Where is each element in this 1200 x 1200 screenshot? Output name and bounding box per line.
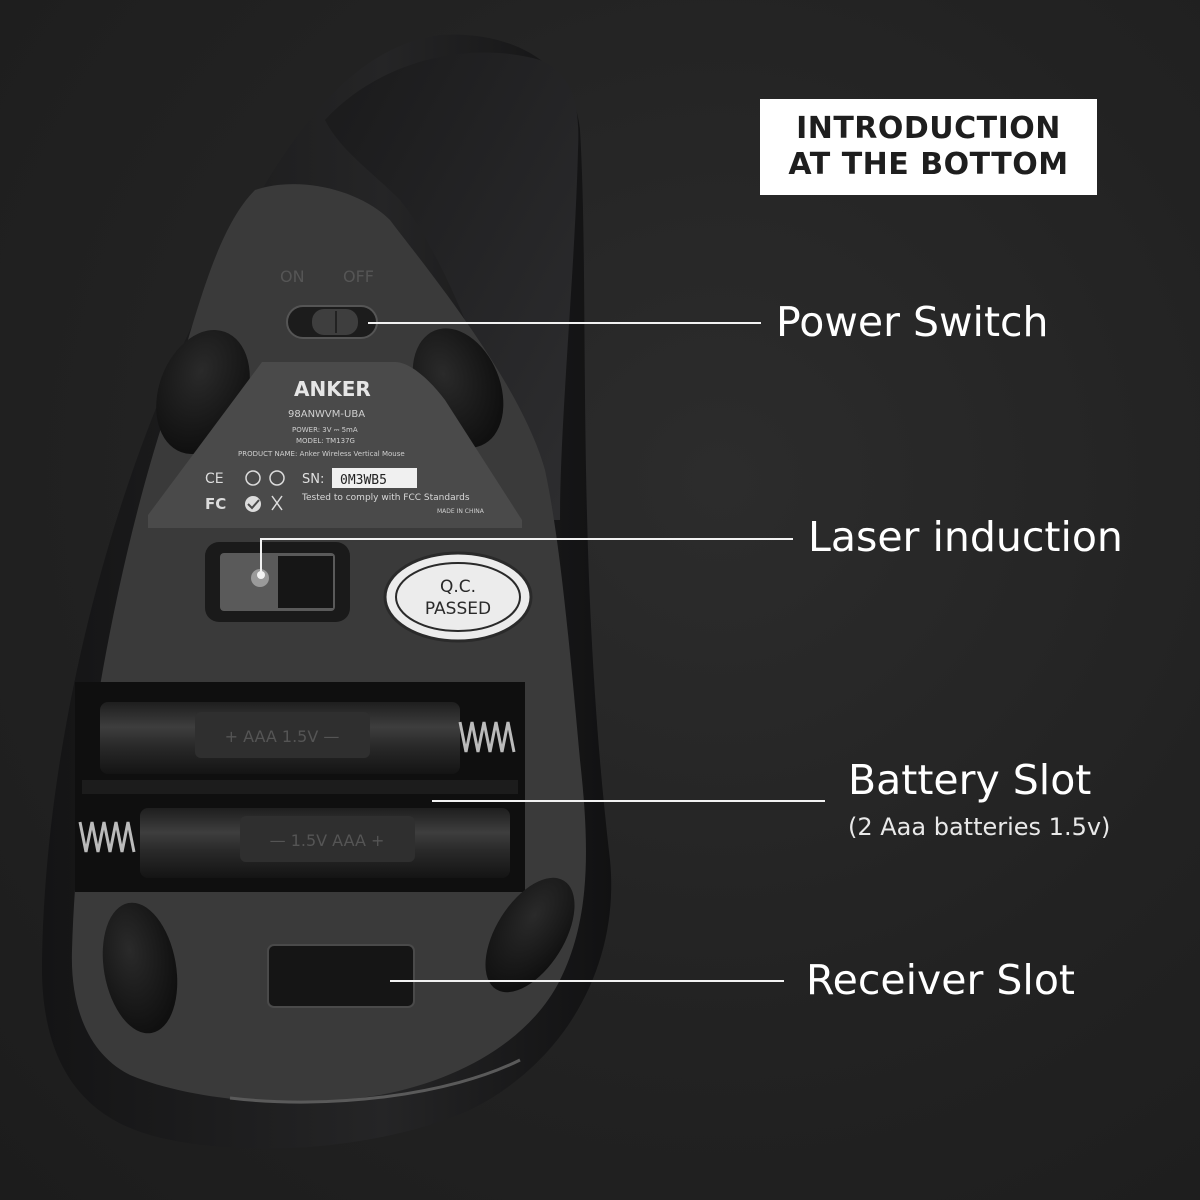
foot-pad-lower-right <box>485 877 575 993</box>
title-line-1: INTRODUCTION <box>796 111 1061 146</box>
label-model-code: 98ANWVM-UBA <box>288 409 365 420</box>
battery-slot-leader <box>432 800 825 802</box>
qc-passed-sticker <box>383 551 533 643</box>
receiver-slot-callout: Receiver Slot <box>806 956 1075 1004</box>
battery-slot-note: (2 Aaa batteries 1.5v) <box>848 813 1111 841</box>
recycle-icon <box>269 470 285 486</box>
qc-line2: PASSED <box>425 599 491 619</box>
battery-slot-callout: Battery Slot <box>848 756 1092 804</box>
foot-pad-lower-left <box>102 902 178 1034</box>
check-mark-icon <box>245 496 261 512</box>
switch-on-label: ON <box>280 267 305 286</box>
power-switch-leader <box>368 322 761 324</box>
label-product-name: PRODUCT NAME: Anker Wireless Vertical Mo… <box>238 450 405 458</box>
label-sn-value: 0M3WB5 <box>340 473 387 488</box>
battery-top-spring <box>458 721 516 753</box>
receiver-slot <box>267 944 415 1008</box>
label-sn: SN: <box>302 472 324 487</box>
qc-line1: Q.C. <box>440 577 476 597</box>
battery-bottom-spring <box>78 821 136 853</box>
label-fcc-text: Tested to comply with FCC Standards <box>301 493 470 503</box>
bin-icon <box>271 495 283 511</box>
ce-mark: CE <box>205 471 224 487</box>
laser-induction-pointer <box>257 571 265 579</box>
switch-off-label: OFF <box>343 267 374 286</box>
label-brand: ANKER <box>294 377 371 401</box>
label-made-in: MADE IN CHINA <box>437 508 485 515</box>
power-switch-callout: Power Switch <box>776 298 1049 346</box>
label-power: POWER: 3V ⎓ 5mA <box>292 426 358 434</box>
product-label <box>148 362 522 528</box>
label-model: MODEL: TM137G <box>296 437 355 445</box>
laser-induction-leader-vertical <box>260 539 262 575</box>
fcc-mark: FC <box>205 495 226 513</box>
battery-top-label: + AAA 1.5V — <box>225 727 340 746</box>
weee-icon <box>245 470 261 486</box>
laser-induction-leader <box>260 538 793 540</box>
receiver-slot-leader <box>390 980 784 982</box>
title-line-2: AT THE BOTTOM <box>788 147 1069 182</box>
title-box: INTRODUCTION AT THE BOTTOM <box>760 99 1097 195</box>
laser-induction-callout: Laser induction <box>808 513 1123 561</box>
battery-bottom-label: — 1.5V AAA + <box>270 831 385 850</box>
